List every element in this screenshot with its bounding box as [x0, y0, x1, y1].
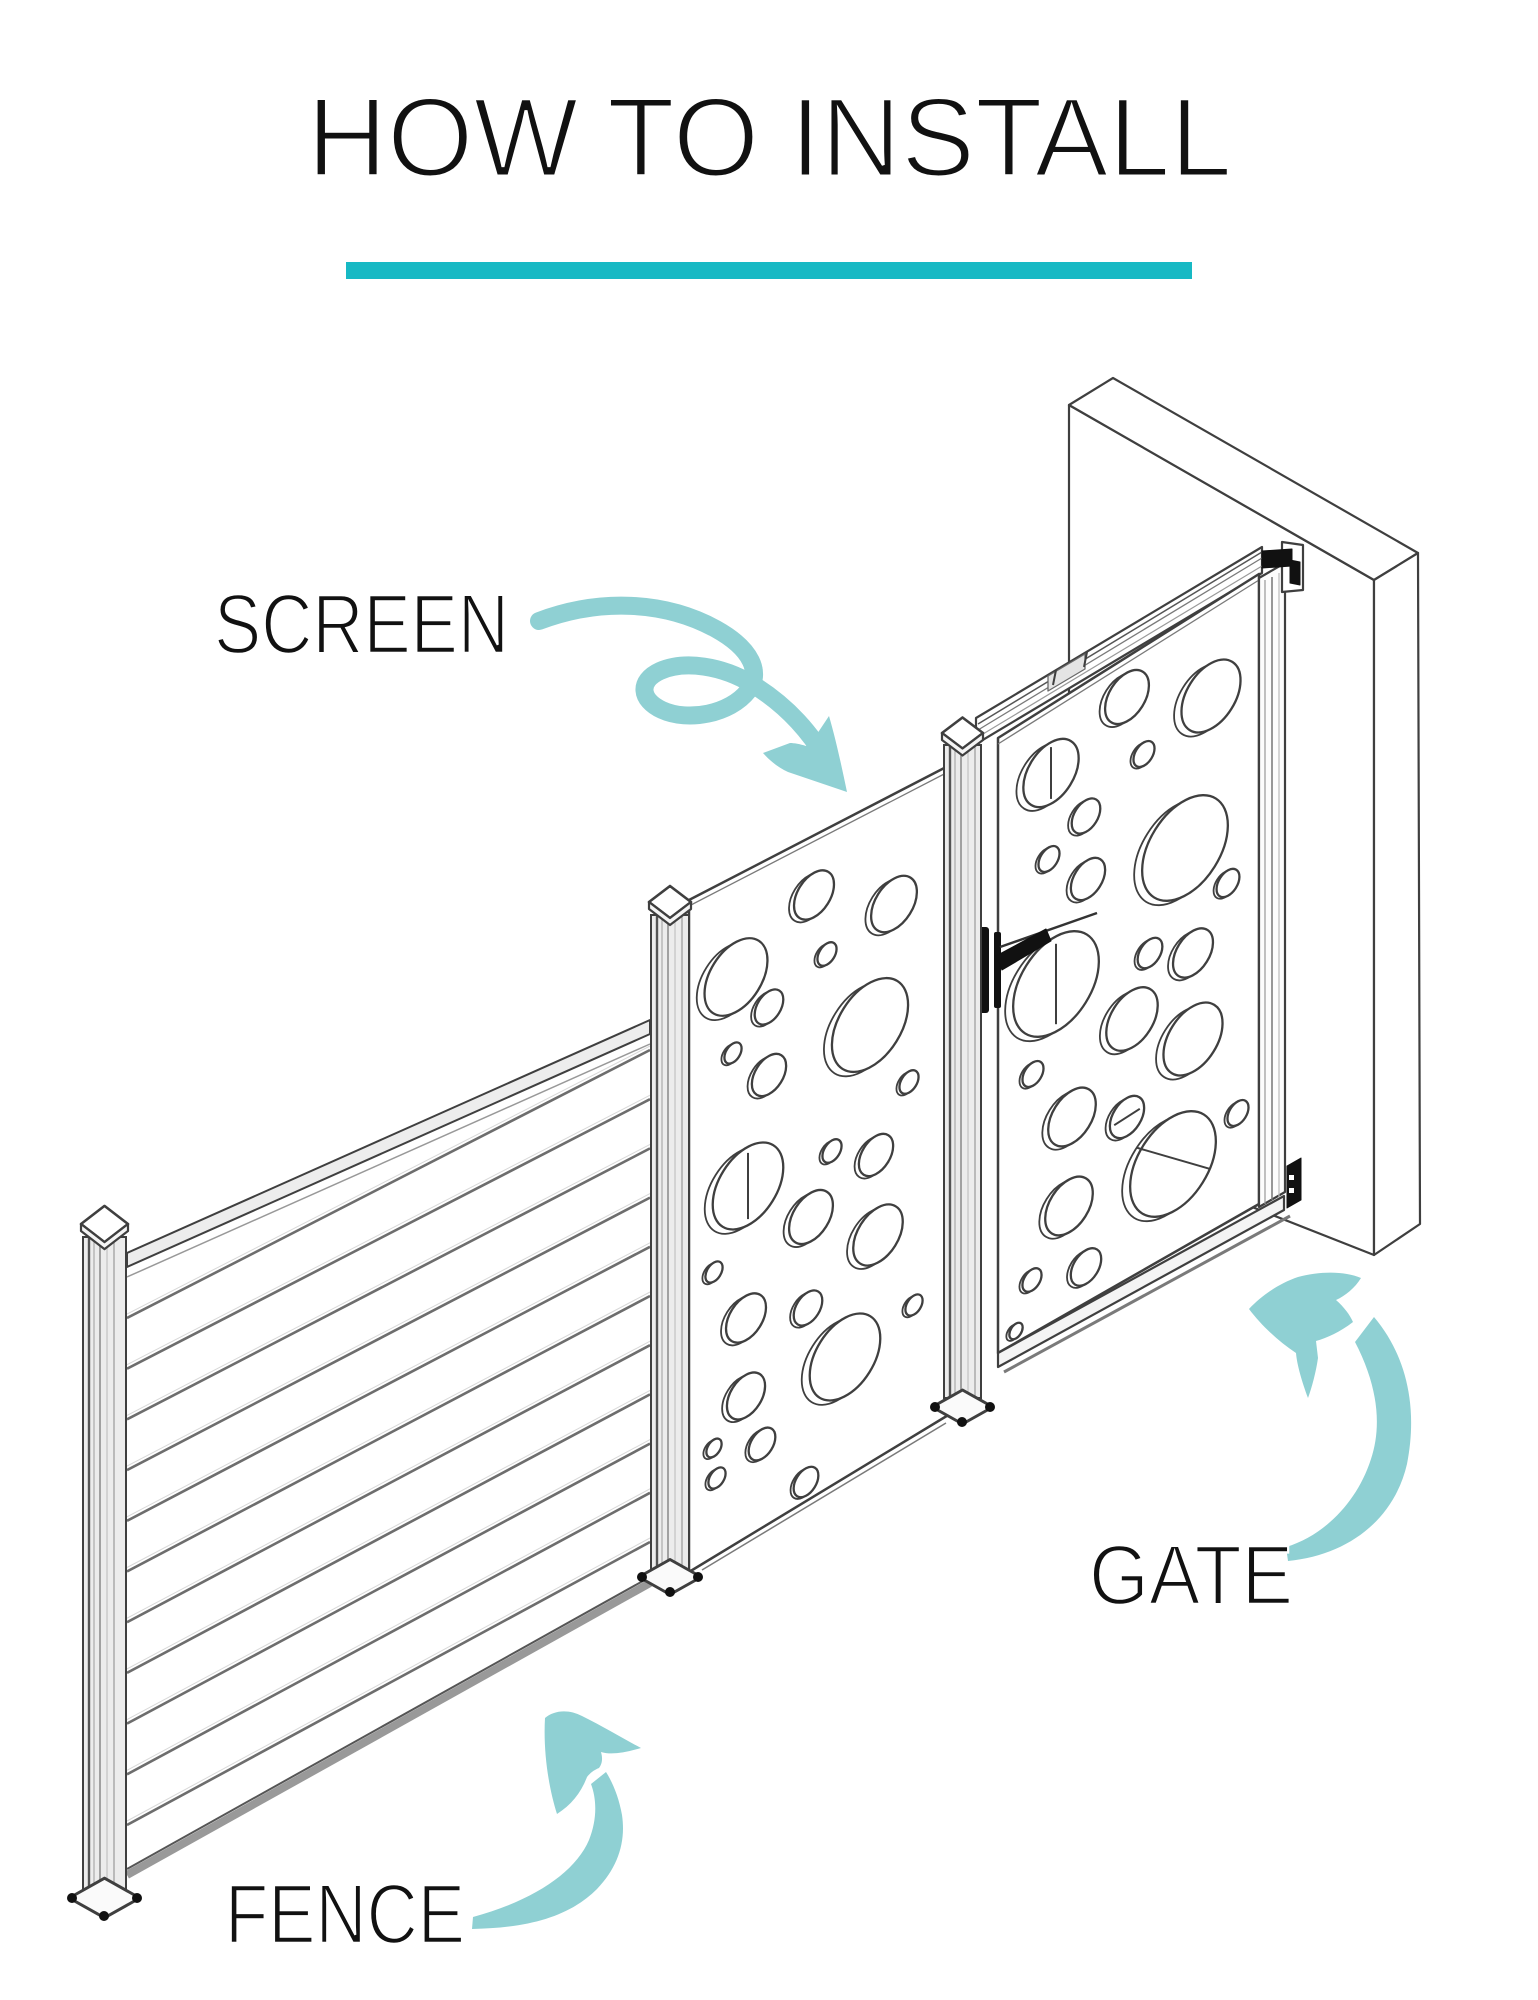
svg-text:HOW TO INSTALL: HOW TO INSTALL — [307, 75, 1232, 200]
svg-text:GATE: GATE — [1089, 1528, 1293, 1622]
svg-text:SCREEN: SCREEN — [214, 577, 509, 671]
svg-text:FENCE: FENCE — [225, 1867, 465, 1961]
